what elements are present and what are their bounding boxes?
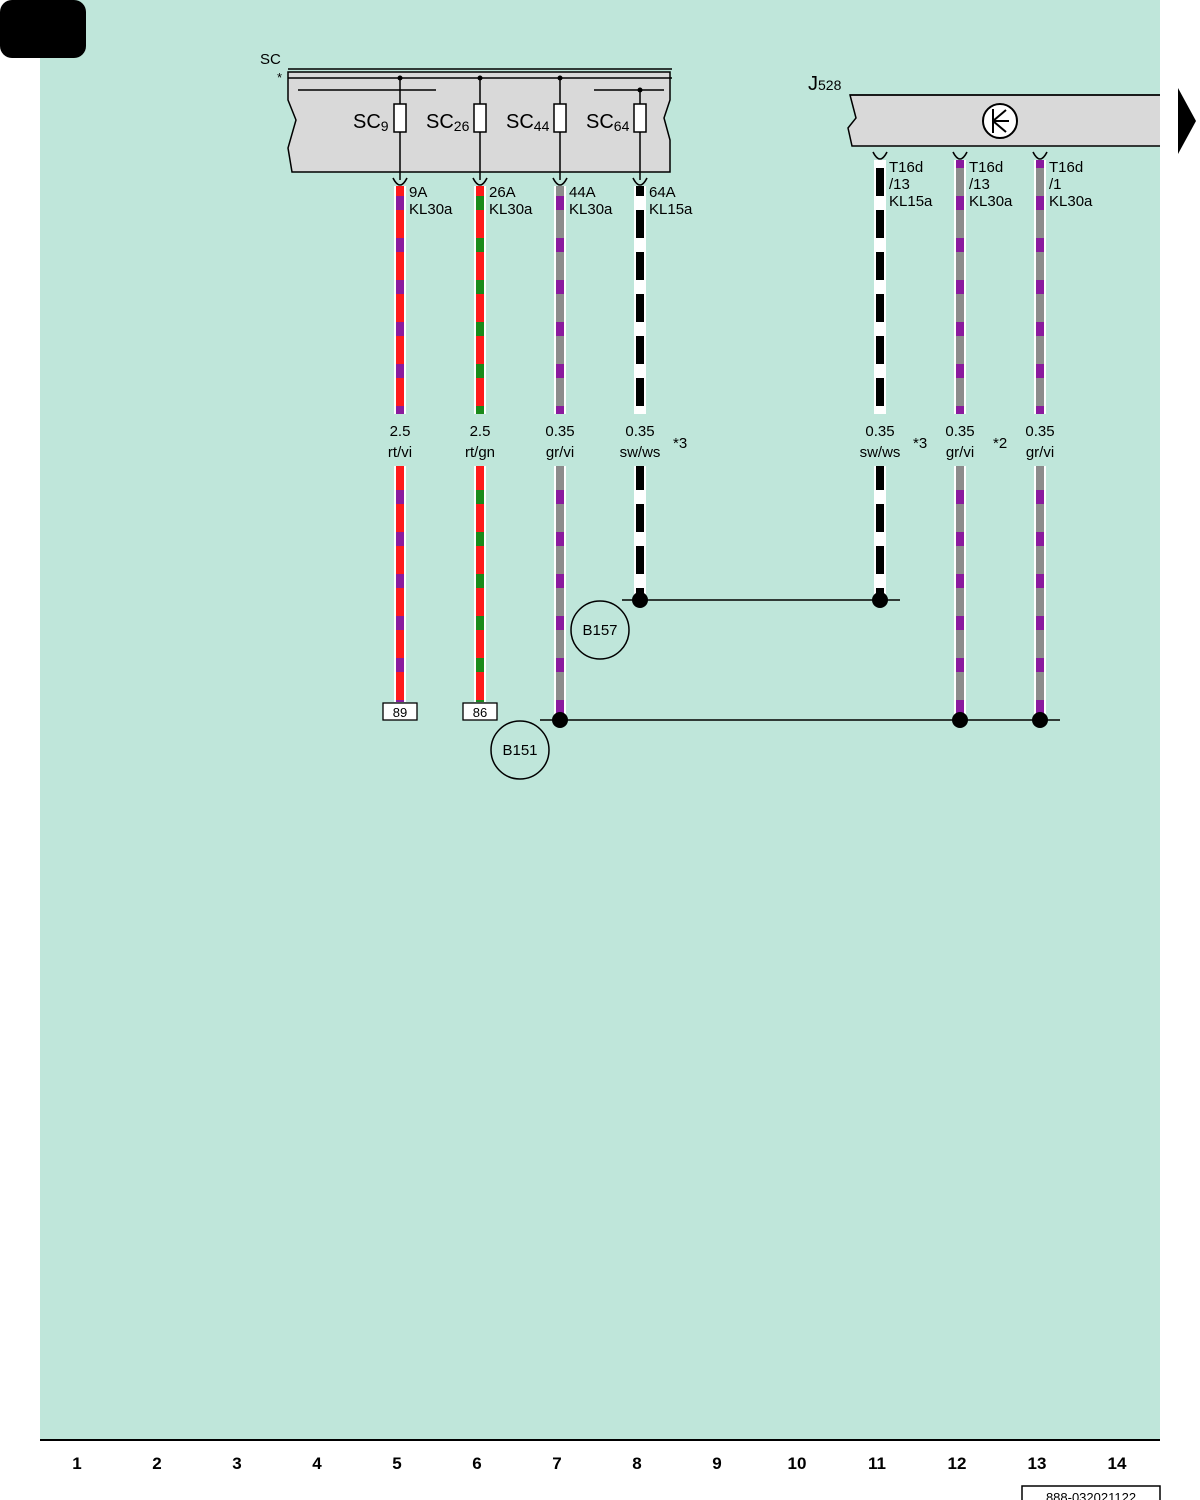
fuse-box-asterisk: *: [277, 70, 282, 85]
control-unit-name: J528: [808, 73, 842, 95]
terminal-89-box: [382, 702, 418, 721]
terminal-86-box: [462, 702, 498, 721]
junction-col7: [552, 712, 568, 728]
wire-col6-rtgn: [474, 186, 486, 702]
terminal-86-label: 86: [473, 705, 487, 720]
cu-pin-2-line1: T16d: [969, 159, 1003, 176]
column-number: 3: [232, 1454, 241, 1473]
pin-label-44a: 44A: [569, 184, 596, 201]
cu-pin-2-line2: /13: [969, 176, 990, 193]
cu-pin-1-line1: T16d: [889, 159, 923, 176]
page-tab: [0, 0, 86, 58]
cu-pin-1-line3: KL15a: [889, 193, 933, 210]
continue-arrow-icon[interactable]: [1178, 88, 1196, 154]
fuse-sc44: SC44: [506, 75, 567, 180]
wire-note-col12: *2: [993, 435, 1007, 452]
cu-pin-2-line3: KL30a: [969, 193, 1013, 210]
junction-col8: [632, 592, 648, 608]
fuse-box-name: SC: [260, 51, 281, 68]
doc-code-box: [1021, 1485, 1161, 1500]
column-number: 11: [868, 1454, 886, 1473]
splice-b151-label: B151: [502, 742, 537, 759]
column-number: 6: [472, 1454, 481, 1473]
column-number: 1: [72, 1454, 81, 1473]
doc-code: 888-032021122: [1046, 1490, 1136, 1500]
gateway-star-icon: [982, 103, 1018, 139]
wire-color-col7: gr/vi: [546, 444, 574, 461]
pin-terminal-64a: KL15a: [649, 201, 693, 218]
wire-col11-swws: [874, 160, 886, 600]
wire-col8-swws: [634, 186, 646, 600]
column-number: 14: [1108, 1454, 1127, 1473]
column-number: 5: [392, 1454, 401, 1473]
fuse-label-sc9: SC9: [353, 111, 389, 134]
column-number: 8: [632, 1454, 641, 1473]
fuse-sc64: SC64: [586, 87, 647, 180]
wire-size-col12: 0.35: [945, 423, 974, 440]
column-number: 2: [152, 1454, 161, 1473]
column-number: 7: [552, 1454, 561, 1473]
column-number: 13: [1028, 1454, 1047, 1473]
fuse-label-sc64: SC64: [586, 111, 630, 134]
pin-terminal-44a: KL30a: [569, 201, 613, 218]
wire-col12-grvi: [954, 160, 966, 720]
wire-size-col8: 0.35: [625, 423, 654, 440]
fuse-label-sc26: SC26: [426, 111, 470, 134]
cu-pin-3-line2: /1: [1049, 176, 1062, 193]
pin-label-9a: 9A: [409, 184, 427, 201]
pin-terminal-26a: KL30a: [489, 201, 533, 218]
fuse-label-sc44: SC44: [506, 111, 550, 134]
splice-b157-circle: [570, 600, 630, 660]
wire-col5-rtvi: [394, 186, 406, 702]
pin-label-64a: 64A: [649, 184, 676, 201]
control-unit-connector-symbols: [872, 151, 1048, 160]
wire-size-col6: 2.5: [470, 423, 491, 440]
cu-pin-3-line1: T16d: [1049, 159, 1083, 176]
cu-pin-1-line2: /13: [889, 176, 910, 193]
splice-b151-circle: [490, 720, 550, 780]
wire-color-col6: rt/gn: [465, 444, 495, 461]
junction-col13: [1032, 712, 1048, 728]
column-number: 12: [948, 1454, 967, 1473]
wire-size-col7: 0.35: [545, 423, 574, 440]
wire-color-col5: rt/vi: [388, 444, 412, 461]
wire-size-col11: 0.35: [865, 423, 894, 440]
fuse-sc26: SC26: [426, 75, 487, 180]
pin-terminal-9a: KL30a: [409, 201, 453, 218]
wire-color-col8: sw/ws: [620, 444, 661, 461]
wire-color-col11: sw/ws: [860, 444, 901, 461]
column-number: 9: [712, 1454, 721, 1473]
junction-col12: [952, 712, 968, 728]
column-number: 4: [312, 1454, 322, 1473]
column-number: 10: [788, 1454, 807, 1473]
wire-size-col13: 0.35: [1025, 423, 1054, 440]
cu-pin-3-line3: KL30a: [1049, 193, 1093, 210]
wire-color-col13: gr/vi: [1026, 444, 1054, 461]
terminal-89-label: 89: [393, 705, 407, 720]
wire-note-col8: *3: [673, 435, 687, 452]
wire-note-col11: *3: [913, 435, 927, 452]
junction-col11: [872, 592, 888, 608]
fuse-sc9: SC9: [353, 75, 407, 180]
wire-col13-grvi: [1034, 160, 1046, 720]
wire-color-col12: gr/vi: [946, 444, 974, 461]
wire-size-col5: 2.5: [390, 423, 411, 440]
wire-col7-grvi: [554, 186, 566, 720]
pin-label-26a: 26A: [489, 184, 516, 201]
fuse-connector-symbols: [392, 177, 648, 186]
splice-b157-label: B157: [582, 622, 617, 639]
